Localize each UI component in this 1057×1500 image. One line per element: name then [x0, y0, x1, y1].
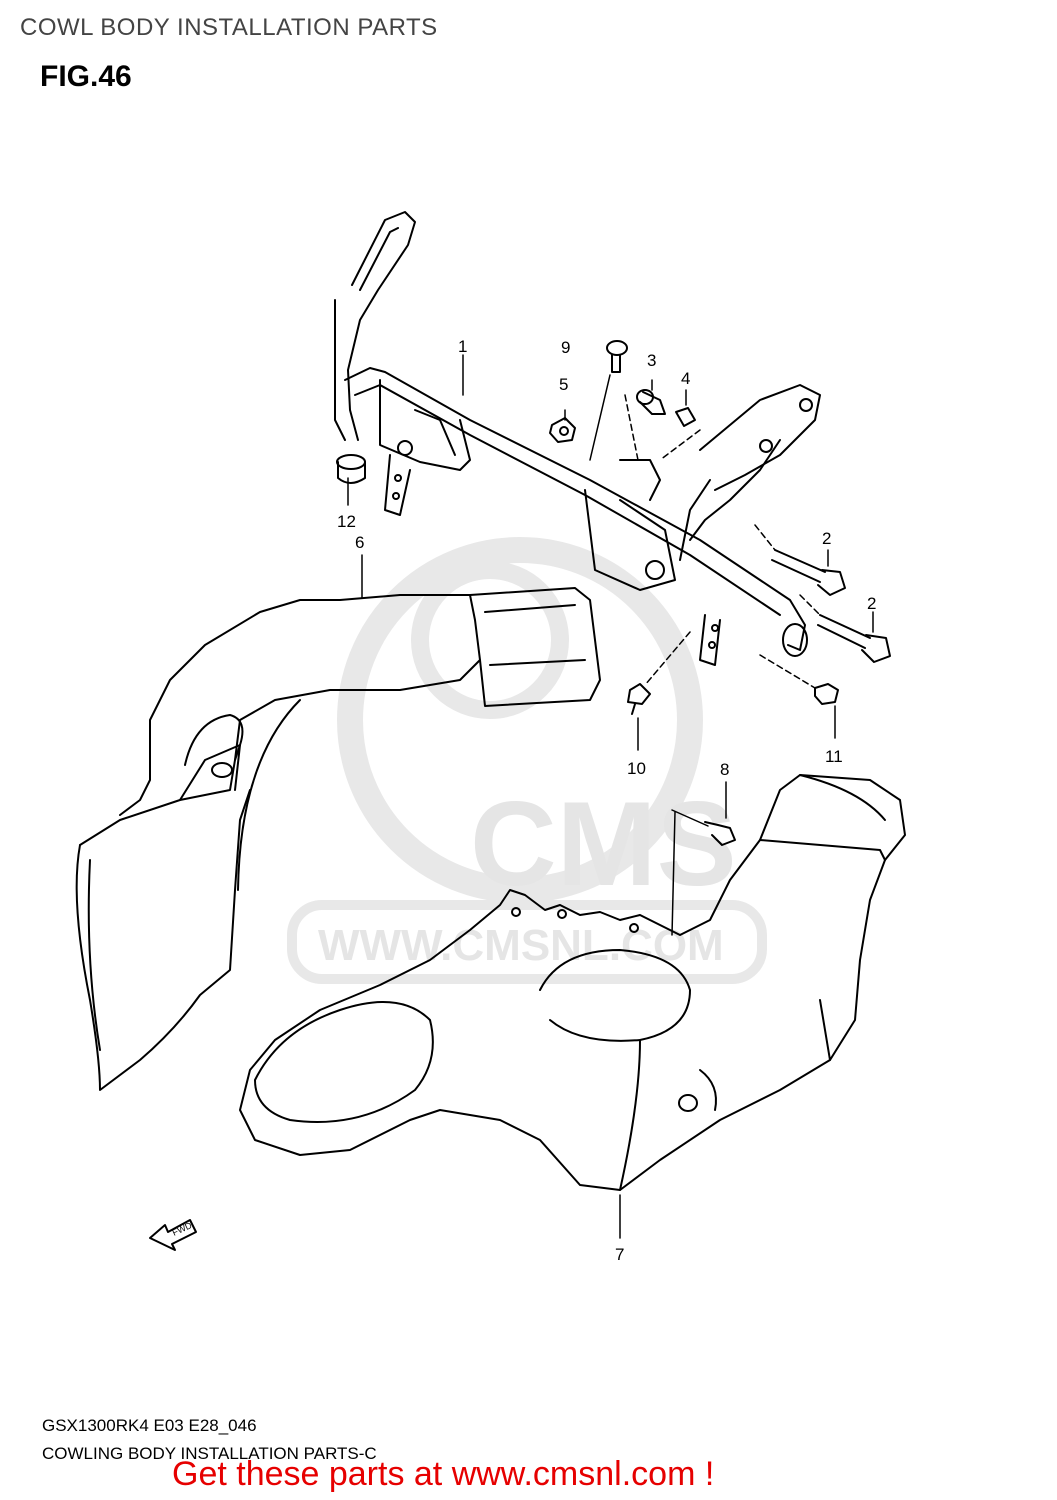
bolt-part-2-lower	[817, 614, 891, 663]
page-title: COWL BODY INSTALLATION PARTS	[20, 14, 438, 41]
leader-lines	[347, 354, 874, 1239]
watermark-brand: CMS	[470, 777, 737, 911]
right-air-duct	[239, 774, 906, 1191]
screw-part-8	[704, 821, 736, 846]
clip-part-10	[627, 683, 651, 715]
cowl-bracket-frame	[334, 211, 821, 666]
label-part-2-lower: 2	[867, 594, 876, 613]
label-part-1: 1	[458, 337, 467, 356]
watermark-ring	[337, 537, 703, 903]
label-part-4: 4	[681, 369, 690, 388]
label-part-11: 11	[825, 747, 843, 766]
shop-link[interactable]: Get these parts at www.cmsnl.com !	[172, 1455, 715, 1493]
grommet-part	[336, 454, 366, 484]
model-code: GSX1300RK4 E03 E28_046	[42, 1416, 257, 1435]
figure-number: FIG.46	[40, 60, 132, 93]
label-part-9: 9	[561, 338, 570, 357]
label-part-12: 12	[337, 512, 356, 531]
label-part-8: 8	[720, 760, 729, 779]
watermark-url: WWW.CMSNL.COM	[318, 921, 724, 970]
label-part-5: 5	[559, 375, 568, 394]
label-part-6: 6	[355, 533, 364, 552]
label-part-10: 10	[627, 759, 646, 778]
label-part-3: 3	[647, 351, 656, 370]
screw-part-11	[814, 683, 839, 705]
label-part-7: 7	[615, 1245, 624, 1264]
collar-part-3	[636, 389, 666, 415]
watermark-url-box	[287, 900, 767, 984]
screw-part-9	[606, 340, 628, 373]
bolt-part-2-upper	[771, 549, 846, 596]
nut-part-5	[549, 417, 576, 443]
part-number-labels: 1 2 2 3 4 5 6 7 8 9 10 11 12 FWD	[171, 337, 877, 1264]
label-part-2-upper: 2	[822, 529, 831, 548]
forward-direction-arrow	[149, 1219, 197, 1251]
spacer-part-4	[675, 407, 696, 427]
watermark-face	[411, 561, 569, 719]
diagram-description: COWLING BODY INSTALLATION PARTS-C	[42, 1444, 377, 1463]
left-air-duct	[75, 587, 601, 1091]
